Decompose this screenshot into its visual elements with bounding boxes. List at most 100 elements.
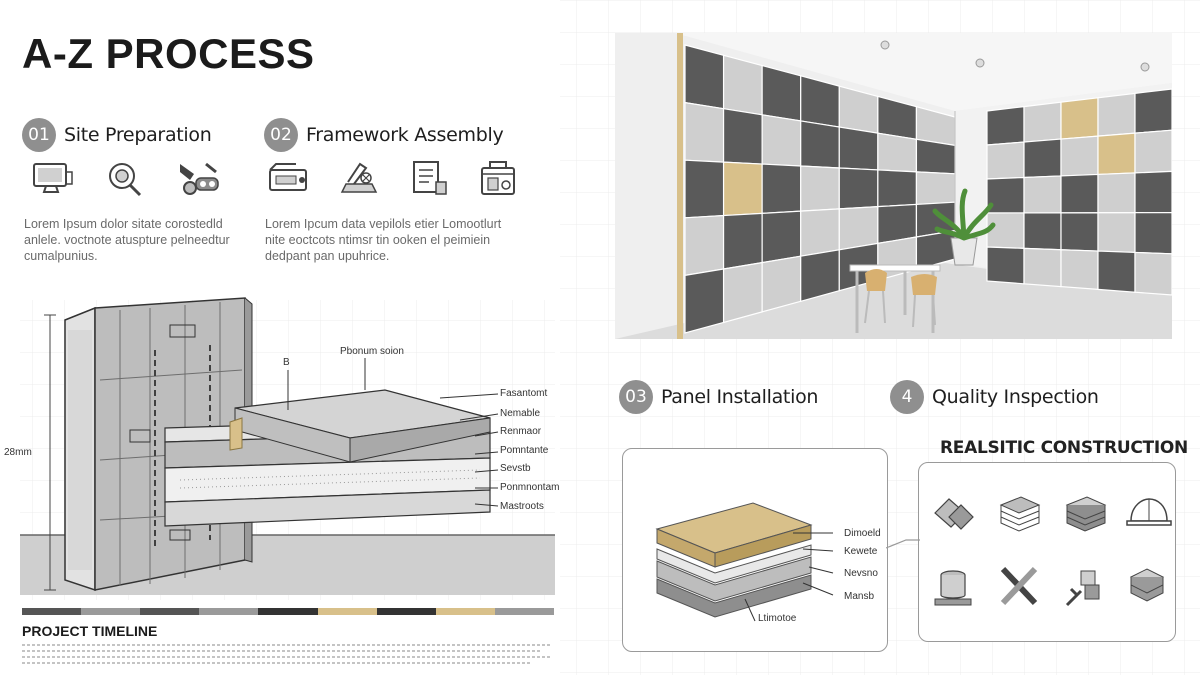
wall-tile	[1023, 138, 1062, 179]
wall-tile	[986, 141, 1025, 180]
panel-layer-label: Dimoeld	[844, 528, 881, 539]
wall-tile	[1060, 97, 1099, 140]
wall-tile	[1097, 92, 1136, 137]
wall-tile	[838, 206, 879, 251]
tools-icon	[1065, 570, 1100, 607]
step2-icon-row	[266, 158, 522, 198]
saw-icon	[340, 162, 378, 193]
wall-tile	[986, 212, 1025, 249]
timeline-segment	[494, 608, 554, 615]
gold-trim	[677, 33, 683, 339]
page-title: A-Z PROCESS	[22, 30, 315, 77]
timeline-title: PROJECT TIMELINE	[22, 623, 158, 639]
timeline-segment	[81, 608, 141, 615]
wall-tile	[1060, 173, 1099, 214]
wall-tile	[761, 114, 802, 167]
wall-tile	[1097, 172, 1136, 214]
timeline-bar	[22, 608, 554, 615]
wall-tile	[1097, 250, 1136, 293]
wall-tile	[986, 246, 1025, 285]
panel-layer-label: Nevsno	[844, 568, 878, 579]
document-icon	[413, 161, 447, 195]
step-panel-installation: 03 Panel Installation	[619, 380, 818, 414]
top-callout-label: Pbonum soion	[340, 346, 404, 357]
timeline-segment	[435, 608, 495, 615]
gold-strip	[229, 417, 243, 451]
timeline-segment	[140, 608, 200, 615]
right-wall-tiles	[986, 88, 1172, 296]
tiles-icon	[934, 498, 974, 530]
wall-tile	[684, 214, 725, 277]
timeline-segment	[199, 608, 259, 615]
step-title: Panel Installation	[661, 386, 819, 408]
wall-tile	[915, 171, 956, 206]
step-title: Quality Inspection	[932, 386, 1099, 408]
wall-tile	[1097, 212, 1136, 254]
excavator-icon	[180, 162, 219, 195]
monitor-icon	[33, 163, 73, 193]
interior-render	[615, 33, 1172, 339]
wall-tile	[761, 210, 802, 264]
layer-label: Fasantomt	[500, 388, 548, 399]
panel-layer-label: Kewete	[844, 546, 878, 557]
panel-layer-box: Dimoeld Kewete Nevsno Mansb Ltimotoe	[622, 448, 888, 652]
step1-icon-row	[28, 158, 222, 198]
step-framework-assembly: 02 Framework Assembly	[264, 118, 504, 152]
wall-tile	[684, 44, 725, 110]
wall-tile	[722, 54, 763, 116]
wall-tile	[722, 212, 763, 270]
step-number-badge: 4	[890, 380, 924, 414]
wall-tile	[986, 105, 1025, 146]
timeline-segment	[258, 608, 318, 615]
wall-tile	[722, 161, 763, 217]
cross-beams-icon	[1000, 566, 1038, 606]
box-connector	[886, 539, 920, 549]
wall-tile	[1060, 249, 1099, 291]
cup-icon	[934, 570, 972, 606]
wall-tile	[915, 138, 956, 175]
timeline-segment	[317, 608, 377, 615]
panel-layer-label: Mansb	[844, 591, 875, 602]
panel-stack-icon	[999, 496, 1041, 532]
quality-icons-box	[918, 462, 1176, 642]
step2-description: Lorem Ipcum data vepilols etier Lomootlu…	[265, 217, 502, 263]
wall-tile	[1134, 170, 1172, 214]
wall-tile	[684, 268, 725, 334]
layer-label: Ponmnontam	[500, 482, 560, 493]
left-wall-tiles	[684, 44, 956, 334]
table-and-chairs	[849, 264, 941, 333]
layer-label: Sevstb	[500, 463, 531, 474]
wall-section-diagram	[20, 297, 555, 595]
panel-bottom-label: Ltimotoe	[758, 613, 797, 624]
wall-tile	[800, 165, 840, 212]
wall-tile	[877, 169, 918, 208]
machine-icon	[269, 163, 307, 191]
wall-tile	[761, 163, 802, 214]
toolbox-icon	[481, 161, 515, 195]
timeline-segment	[376, 608, 436, 615]
stacked-blocks-icon	[1129, 568, 1165, 602]
layer-label: Renmaor	[500, 426, 542, 437]
wall-tile	[877, 132, 918, 173]
quality-heading: REALSITIC CONSTRUCTION	[940, 438, 1188, 458]
wall-tile	[722, 108, 763, 165]
step-title: Site Preparation	[64, 124, 212, 146]
magnifier-icon	[109, 163, 142, 197]
plant	[932, 188, 996, 266]
wall-tile	[1134, 88, 1172, 134]
hard-hat-icon	[1126, 498, 1172, 526]
timeline-fine-print	[22, 644, 552, 664]
wall-tile	[1023, 212, 1062, 251]
wall-tile	[838, 126, 879, 171]
step-quality-inspection: 4 Quality Inspection	[890, 380, 1099, 414]
timeline-segment	[22, 608, 82, 615]
wall-tile	[986, 176, 1025, 214]
dimension-label: 28mm	[4, 447, 32, 458]
step-number-badge: 01	[22, 118, 56, 152]
wall-tile	[684, 159, 725, 219]
wall-tile	[1134, 129, 1172, 174]
step1-description: Lorem Ipsum dolor sitate corostedld anle…	[24, 217, 230, 263]
step-title: Framework Assembly	[306, 124, 504, 146]
wall-tile	[761, 64, 802, 122]
